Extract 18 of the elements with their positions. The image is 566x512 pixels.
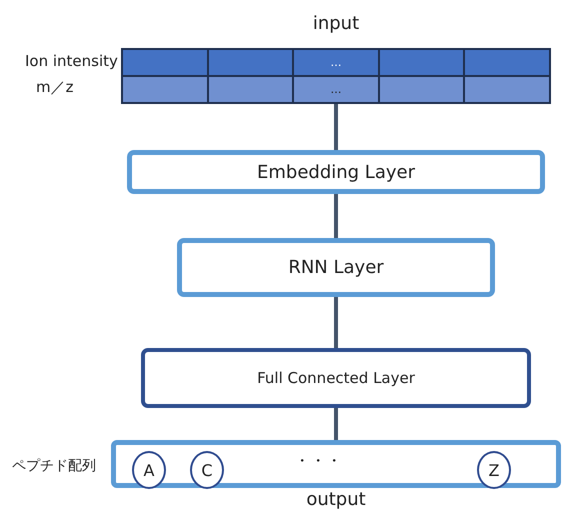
letter-circle: C [190, 451, 224, 489]
row-label: Ion intensity [25, 52, 118, 70]
table-cell: … [293, 49, 379, 76]
connector-line [334, 104, 338, 150]
connector-line [334, 194, 338, 238]
ellipsis-text: ・・・ [294, 451, 342, 472]
table-cell: … [293, 76, 379, 103]
letter-circle: A [132, 451, 166, 489]
band-title: output [305, 489, 367, 510]
connector-line [334, 297, 338, 348]
layer-box: Full Connected Layer [141, 348, 531, 408]
layer-box: RNN Layer [177, 238, 495, 297]
connector-line [334, 408, 338, 440]
letter-circle: Z [477, 451, 511, 489]
row-label: m／z [36, 78, 74, 97]
layer-box: Embedding Layer [127, 150, 545, 194]
sequence-label: ペプチド配列 [12, 457, 96, 475]
table-title: input [312, 13, 360, 34]
